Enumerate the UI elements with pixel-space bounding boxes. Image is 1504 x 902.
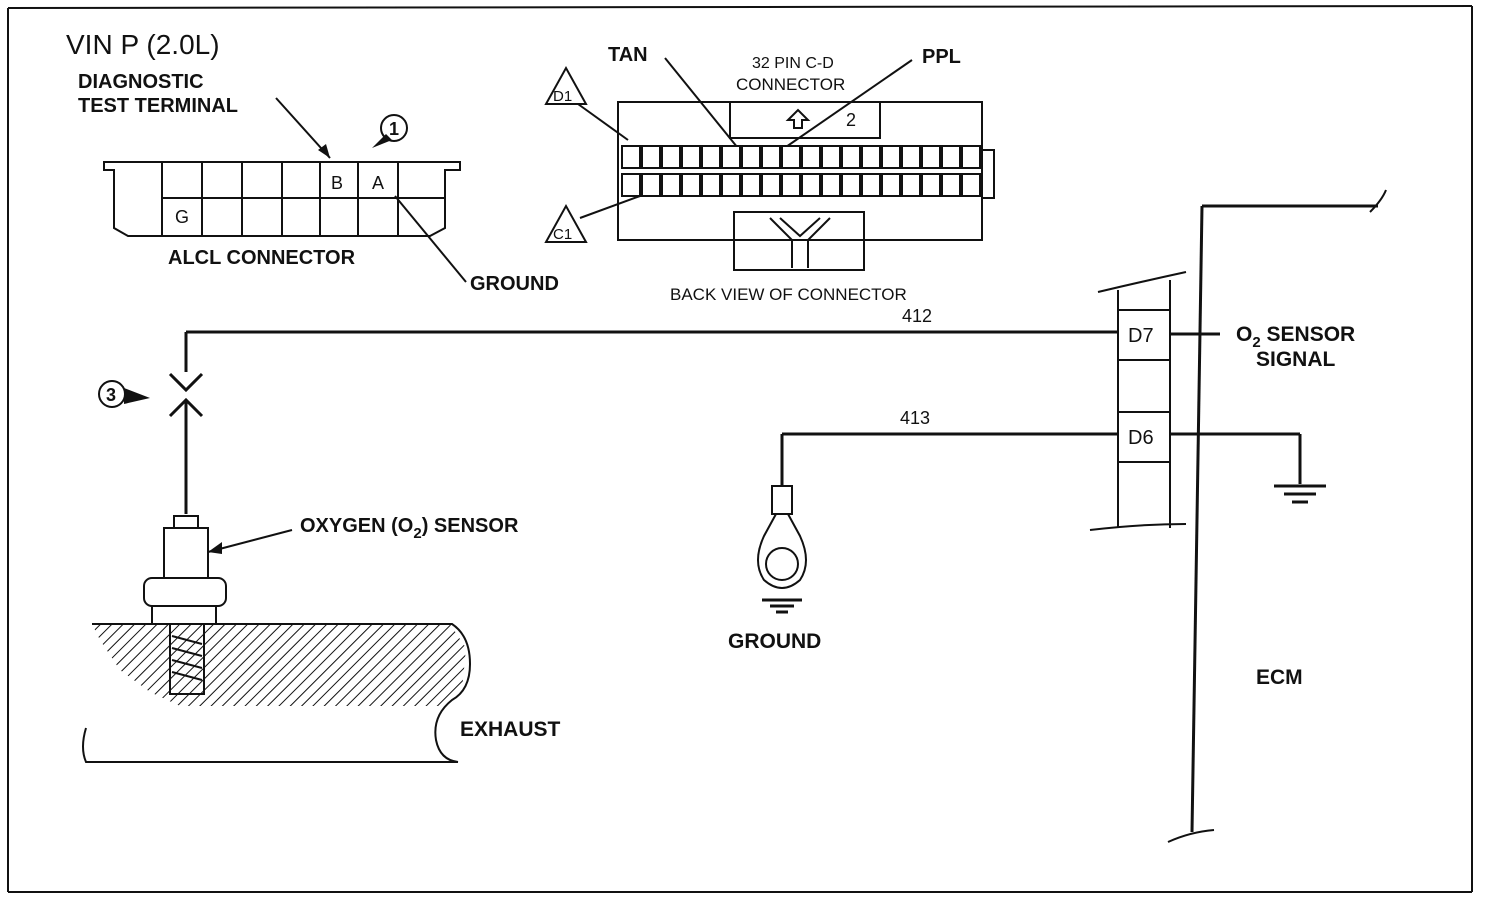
pin-g-label: G: [175, 207, 189, 227]
connector-pin-cell: [941, 145, 961, 169]
ecm-terminal-block: D7 D6: [1089, 271, 1187, 531]
diagnostic-label: DIAGNOSTIC: [78, 71, 204, 93]
connector-pin-cell: [901, 145, 921, 169]
connector-pin-cell: [641, 173, 661, 197]
ground-leader-line: [394, 195, 467, 283]
cd-c1-label: C1: [553, 226, 572, 243]
pin-d6-label: D6: [1128, 427, 1154, 449]
connector-pin-cell: [621, 173, 641, 197]
connector-pin-cell: [661, 173, 681, 197]
connector-pin-cell: [901, 173, 921, 197]
connector-pin-cell: [781, 145, 801, 169]
exhaust-label: EXHAUST: [460, 718, 561, 741]
pin-a-label: A: [372, 173, 384, 193]
connector-pin-cell: [781, 173, 801, 197]
svg-text:2: 2: [846, 110, 856, 130]
connector-pin-cell: [681, 145, 701, 169]
oxygen-sensor-label: OXYGEN (O2) SENSOR: [300, 515, 519, 542]
connector-pin-cell: [841, 145, 861, 169]
connector-pin-cell: [821, 145, 841, 169]
pin-d7-label: D7: [1128, 325, 1154, 347]
exhaust-pipe-icon: [82, 623, 472, 763]
connector-pin-cell: [801, 145, 821, 169]
ecm-label: ECM: [1256, 666, 1303, 689]
connector-pin-cell: [841, 173, 861, 197]
alcl-connector: DIAGNOSTIC TEST TERMINAL 1 B A G ALCL CO…: [78, 71, 559, 295]
test-terminal-label: TEST TERMINAL: [78, 95, 238, 117]
alcl-ground-label: GROUND: [470, 273, 559, 295]
wire-412-label: 412: [902, 306, 932, 326]
cd-d1-label: D1: [553, 88, 572, 105]
connector-pin-cell: [741, 145, 761, 169]
cd-title-1: 32 PIN C-D: [752, 55, 834, 72]
d1-triangle-icon: D1: [544, 65, 588, 105]
connector-pin-cell: [761, 145, 781, 169]
ecm-ground-icon: [1170, 432, 1326, 504]
connector-pin-cell: [861, 145, 881, 169]
connector-pin-cell: [941, 173, 961, 197]
connector-pin-cell: [921, 173, 941, 197]
connector-pin-cell: [921, 145, 941, 169]
page-title: VIN P (2.0L): [66, 29, 220, 60]
ring-terminal-ground-icon: [757, 485, 807, 614]
connector-pin-cell: [961, 173, 981, 197]
c1-triangle-icon: C1: [544, 203, 588, 243]
callout-1-icon: 1: [372, 114, 408, 148]
connector-pin-cell: [701, 145, 721, 169]
inline-connector-icon: [168, 372, 204, 514]
connector-pin-cell: [621, 145, 641, 169]
connector-pin-cell: [681, 173, 701, 197]
connector-pin-cell: [741, 173, 761, 197]
o2-sensor-signal-label-2: SIGNAL: [1256, 348, 1336, 371]
cd-back-view-label: BACK VIEW OF CONNECTOR: [670, 285, 907, 304]
callout-3-icon: 3: [98, 380, 150, 408]
connector-pin-cell: [801, 173, 821, 197]
cd-connector: TAN 32 PIN C-D CONNECTOR PPL D1 C1 2 BAC…: [544, 44, 995, 304]
connector-pin-cell: [641, 145, 661, 169]
ecm-boundary: [1167, 189, 1387, 843]
cd-tan-label: TAN: [608, 44, 648, 66]
connector-pin-cell: [661, 145, 681, 169]
connector-pin-cell: [821, 173, 841, 197]
alcl-pin-grid: [161, 162, 445, 236]
pin-b-label: B: [331, 173, 343, 193]
connector-pin-cell: [721, 145, 741, 169]
wire-413-label: 413: [900, 408, 930, 428]
cd-pin-rows: [621, 145, 981, 197]
connector-pin-cell: [881, 145, 901, 169]
wire-413: 413: [780, 408, 1118, 486]
connector-pin-cell: [721, 173, 741, 197]
connector-pin-cell: [761, 173, 781, 197]
oxygen-sensor-icon: [143, 515, 227, 625]
callout-1-number: 1: [389, 119, 399, 139]
connector-pin-cell: [701, 173, 721, 197]
connector-pin-cell: [961, 145, 981, 169]
page-border: [7, 5, 1473, 893]
callout-3-number: 3: [106, 385, 116, 405]
cd-title-2: CONNECTOR: [736, 75, 845, 94]
connector-pin-cell: [881, 173, 901, 197]
cd-ppl-label: PPL: [922, 46, 961, 68]
alcl-connector-label: ALCL CONNECTOR: [168, 247, 356, 269]
ground-label: GROUND: [728, 630, 821, 653]
wire-412: 412: [184, 306, 1118, 372]
o2-sensor-signal-label: O2 SENSOR: [1236, 323, 1355, 351]
connector-pin-cell: [861, 173, 881, 197]
